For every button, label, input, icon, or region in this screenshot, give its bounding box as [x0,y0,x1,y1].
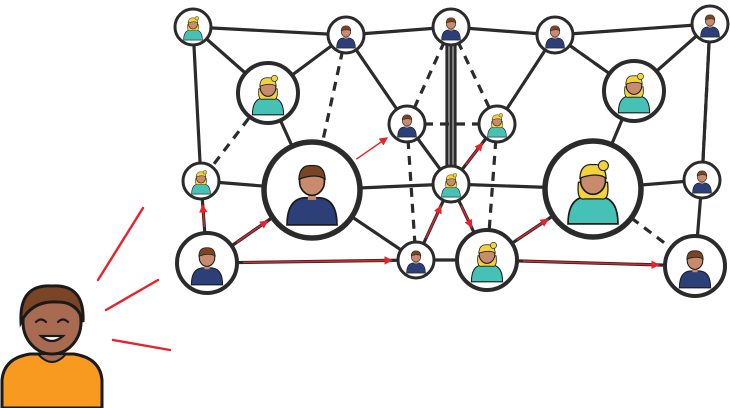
broadcaster-body [0,352,104,408]
broadcaster-person [0,206,172,408]
broadcaster-left-eye [34,318,48,324]
person-hair [549,25,561,32]
person-body [441,29,461,41]
person-body [183,29,203,41]
person-hair [410,250,422,257]
arrow-n12-n09 [465,142,483,166]
arrow-n15-n16 [242,256,393,265]
person-neck [307,193,317,200]
person-hair [298,164,326,181]
node-n02 [326,15,366,55]
person-body [251,97,285,116]
person-neck [449,28,453,31]
person-neck [692,268,698,273]
node-n01 [173,7,213,47]
person-hair [198,247,216,257]
broadcaster-smile [38,334,66,343]
node-n13 [542,138,644,240]
person-hair-bun [202,170,207,175]
person-body [470,264,504,283]
node-n14 [682,160,722,200]
person-body [700,26,720,38]
person-neck [708,25,712,28]
person-neck [553,36,557,39]
influence-arrows [199,137,660,269]
arrow-n16-n12 [425,205,442,239]
node-n07 [602,59,666,123]
node-n12 [431,164,471,204]
person-body [191,183,211,195]
edge-n04-n05 [553,22,712,37]
node-n04 [535,15,575,55]
node-n10 [181,161,221,201]
node-n05 [690,4,730,44]
node-n03 [431,7,471,47]
node-n16 [396,240,436,280]
person-neck [414,261,418,264]
person-body [567,196,619,225]
broadcaster-right-eye [56,318,70,324]
person-hair-bun [498,113,503,118]
person-hair-bun [637,72,644,80]
person-body [487,126,507,138]
person-hair-bun [452,173,457,178]
person-hair [696,170,708,177]
arrow-n12-n17 [460,205,473,229]
node-n11 [261,139,363,241]
person-body [617,95,651,114]
arrow-n17-n18 [522,260,660,269]
broadcaster-collar [35,353,69,363]
broadcast-ray-0 [96,206,145,282]
person-hair-bun [271,74,278,82]
person-body [336,37,356,49]
person-hair [704,14,716,21]
person-body [286,197,338,226]
person-hair [686,250,704,260]
person-body [545,37,565,49]
person-body [692,182,712,194]
node-n09 [477,104,517,144]
person-hair [445,17,457,24]
broadcaster-hair [19,284,85,328]
person-neck [344,36,348,39]
node-n17 [455,228,519,292]
person-body [441,186,461,198]
person-hair-bun [597,160,609,172]
person-body [397,126,417,138]
arrow-n17-n13 [516,218,549,241]
broadcast-ray-1 [104,278,160,312]
person-body [190,267,224,286]
person-hair-bun [194,16,199,21]
arrow-n11-n08 [355,137,388,160]
person-body [678,270,712,289]
node-n18 [663,234,727,298]
person-hair [401,114,413,121]
broadcast-ray-2 [111,338,172,352]
network-nodes [173,4,730,298]
arrow-n15-n10 [199,204,208,228]
node-n06 [236,61,300,125]
node-n08 [387,104,427,144]
person-neck [204,265,210,270]
edge-n01-n10 [191,25,203,183]
person-hair [340,25,352,32]
arrow-n15-n11 [236,220,269,244]
person-neck [405,125,409,128]
person-body [406,262,426,274]
dashed-edge-n05-n14 [700,23,712,181]
edge-n01-n02 [191,25,348,37]
dashed-edge-n08-n16 [405,123,418,261]
person-hair-bun [490,241,497,249]
person-neck [700,181,704,184]
node-n15 [175,231,239,295]
